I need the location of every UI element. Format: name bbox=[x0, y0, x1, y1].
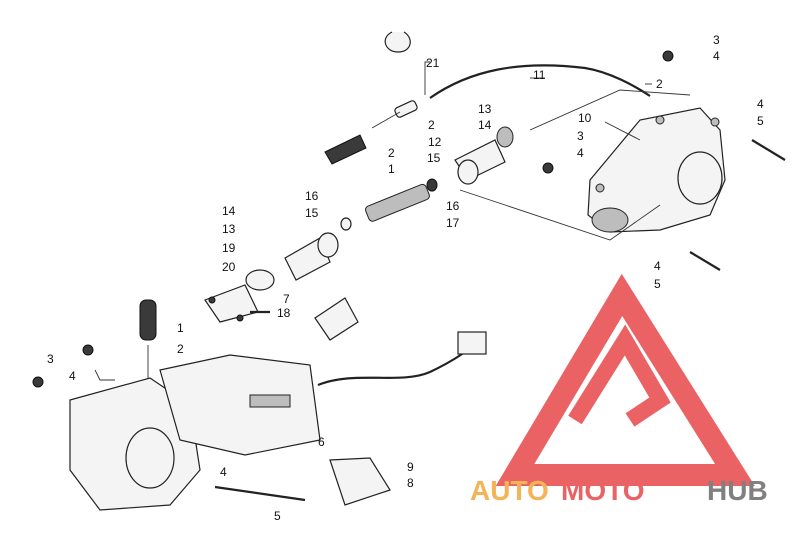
callout-13a: 13 bbox=[478, 102, 492, 116]
callout-18: 18 bbox=[277, 306, 291, 320]
connector-plug-icon bbox=[457, 331, 487, 355]
callout-7: 7 bbox=[283, 292, 290, 306]
logo-inner-mark-icon bbox=[568, 324, 671, 427]
callout-2d: 2 bbox=[177, 342, 184, 356]
callout-4b: 4 bbox=[577, 146, 584, 160]
callout-4a: 4 bbox=[713, 49, 720, 63]
logo-word-hub: HUB bbox=[707, 475, 768, 506]
callout-17: 17 bbox=[446, 216, 460, 230]
logo-word-auto: AUTO bbox=[470, 475, 549, 506]
callout-3c: 3 bbox=[47, 352, 54, 366]
drive-shaft-assembly bbox=[204, 126, 514, 341]
logo-triangle-icon bbox=[495, 273, 755, 486]
callout-5b: 5 bbox=[654, 277, 661, 291]
cover-19 bbox=[204, 284, 259, 323]
main-gear-case-assembly bbox=[32, 299, 487, 511]
watermark-logo: AUTO MOTO HUB bbox=[470, 273, 768, 506]
callout-1a: 1 bbox=[388, 162, 395, 176]
front-gear-case-assembly bbox=[324, 31, 786, 271]
harness-cable bbox=[317, 339, 479, 387]
bracket-8 bbox=[329, 457, 391, 506]
callout-4f: 4 bbox=[220, 465, 227, 479]
callout-2c: 2 bbox=[656, 77, 663, 91]
housing-bore bbox=[677, 151, 723, 205]
output-spline bbox=[591, 207, 629, 233]
callout-2a: 2 bbox=[388, 146, 395, 160]
callout-12: 12 bbox=[428, 135, 442, 149]
callout-15b: 15 bbox=[305, 206, 319, 220]
cable-11 bbox=[429, 64, 651, 99]
callout-3b: 3 bbox=[577, 129, 584, 143]
left-bore bbox=[125, 427, 175, 489]
snap-ring-icon bbox=[384, 31, 411, 53]
callout-20: 20 bbox=[222, 260, 236, 274]
spline-shaft-17 bbox=[365, 183, 430, 222]
callouts: 21 11 3 4 2 10 4 5 2 12 13 14 15 3 4 2 1… bbox=[47, 33, 764, 523]
boot-1b-icon bbox=[139, 299, 157, 341]
boot-7 bbox=[314, 297, 359, 341]
boot-1-icon bbox=[324, 134, 367, 165]
callout-11: 11 bbox=[533, 68, 546, 82]
callout-15a: 15 bbox=[427, 151, 441, 165]
callout-16a: 16 bbox=[305, 189, 319, 203]
logo-word-moto: MOTO bbox=[561, 475, 644, 506]
cable-fitting bbox=[394, 100, 418, 118]
callout-21: 21 bbox=[426, 56, 440, 70]
gear-case-center bbox=[159, 354, 321, 456]
callout-6: 6 bbox=[318, 435, 325, 449]
callout-3a: 3 bbox=[713, 33, 720, 47]
callout-13b: 13 bbox=[222, 222, 236, 236]
callout-4e: 4 bbox=[69, 369, 76, 383]
callout-8: 8 bbox=[407, 476, 414, 490]
callout-5c: 5 bbox=[274, 509, 281, 523]
callout-19: 19 bbox=[222, 241, 236, 255]
callout-1b: 1 bbox=[177, 321, 184, 335]
callout-4d: 4 bbox=[654, 259, 661, 273]
callout-10: 10 bbox=[578, 111, 592, 125]
callout-14b: 14 bbox=[222, 204, 236, 218]
callout-5a: 5 bbox=[757, 114, 764, 128]
callout-4c: 4 bbox=[757, 97, 764, 111]
callout-9: 9 bbox=[407, 460, 414, 474]
callout-14a: 14 bbox=[478, 118, 492, 132]
callout-16b: 16 bbox=[446, 199, 460, 213]
callout-2b: 2 bbox=[428, 118, 435, 132]
